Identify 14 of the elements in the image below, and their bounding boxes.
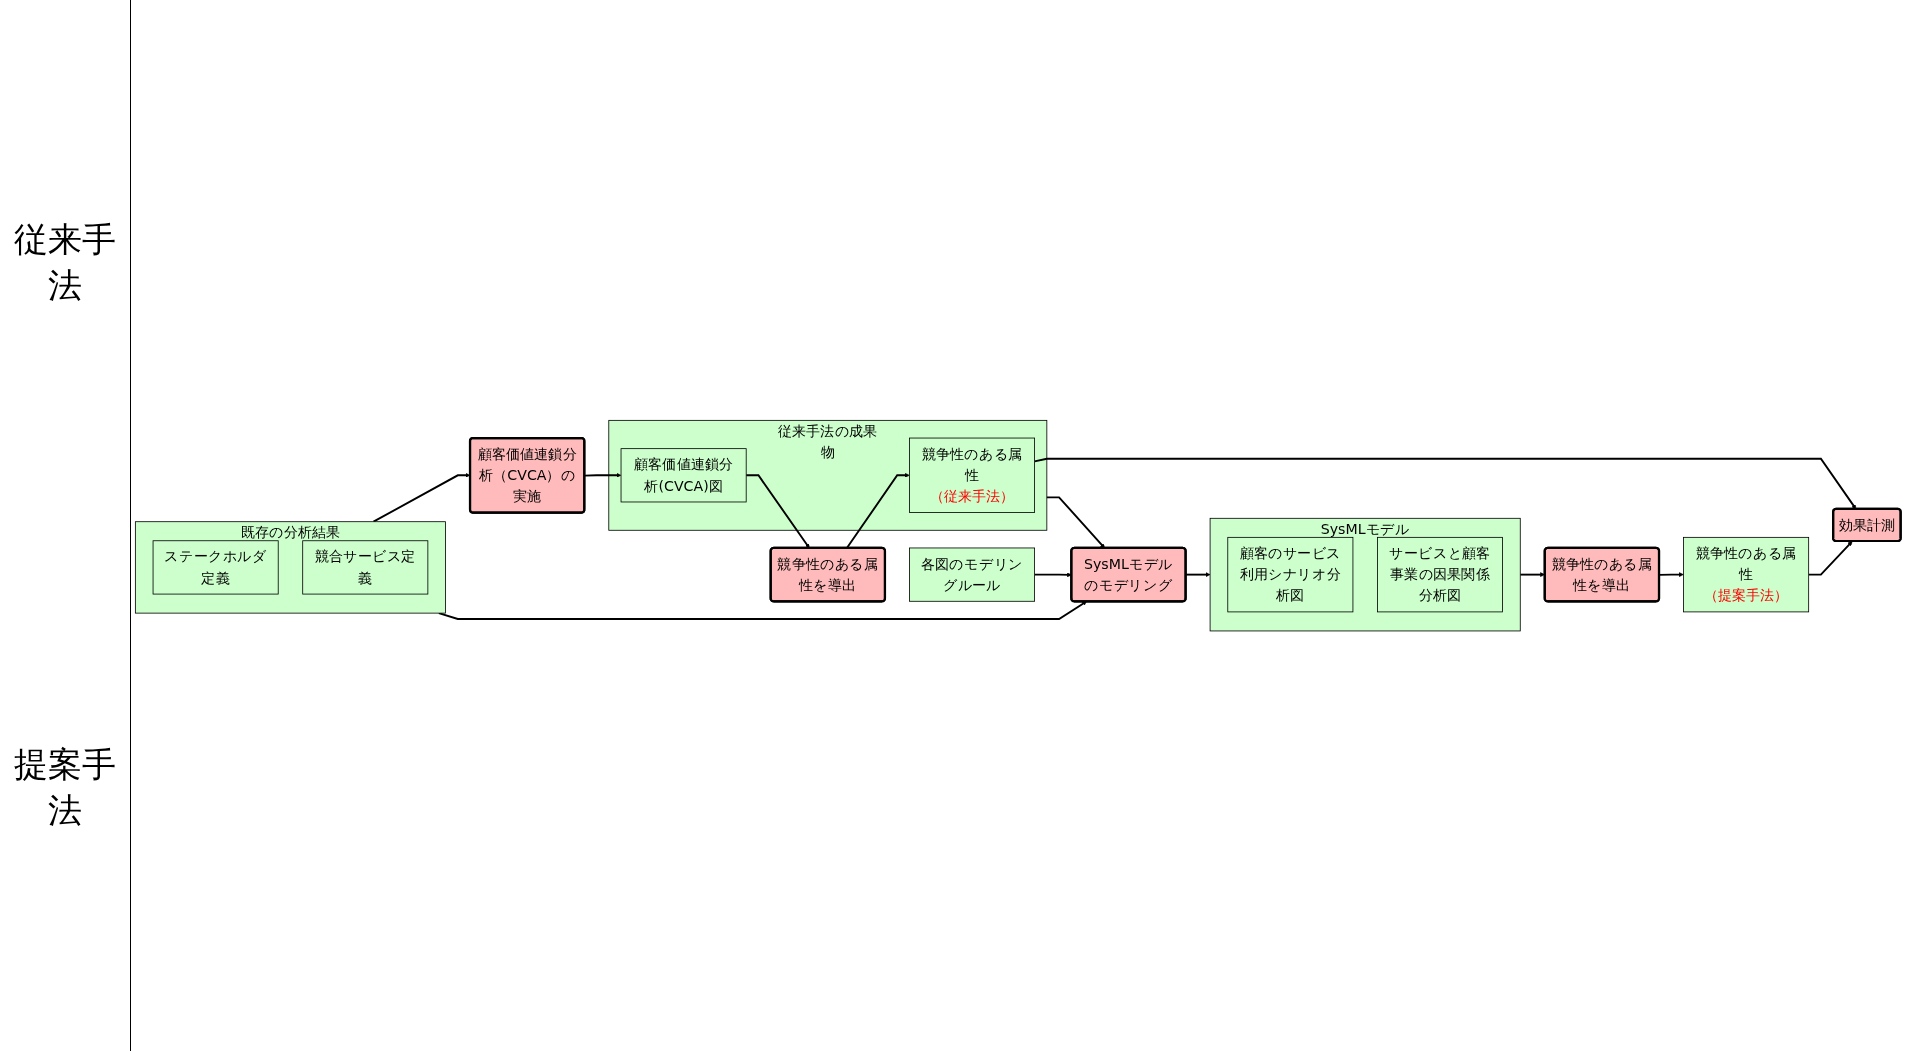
- arrow: [1033, 572, 1072, 578]
- node-box: 顧客価値連鎖分析(CVCA)図: [620, 448, 747, 503]
- lane-label: 従来手法: [13, 217, 117, 307]
- node-box: 顧客のサービス利用シナリオ分析図: [1227, 536, 1354, 613]
- node-box: 競争性のある属性 （提案手法）: [1683, 536, 1810, 613]
- node-box: ステークホルダ定義: [152, 540, 279, 595]
- lane-label: 提案手法: [13, 743, 117, 833]
- arrow: [372, 472, 471, 523]
- node-box: 競争性のある属性 （従来手法）: [909, 437, 1035, 513]
- arrow: [1807, 540, 1853, 576]
- arrow: [1519, 572, 1545, 577]
- node-box: 競合サービス定義: [302, 540, 429, 595]
- node-box: 各図のモデリングルール: [909, 547, 1035, 602]
- node-box: サービスと顧客事業の因果関係分析図: [1377, 536, 1503, 613]
